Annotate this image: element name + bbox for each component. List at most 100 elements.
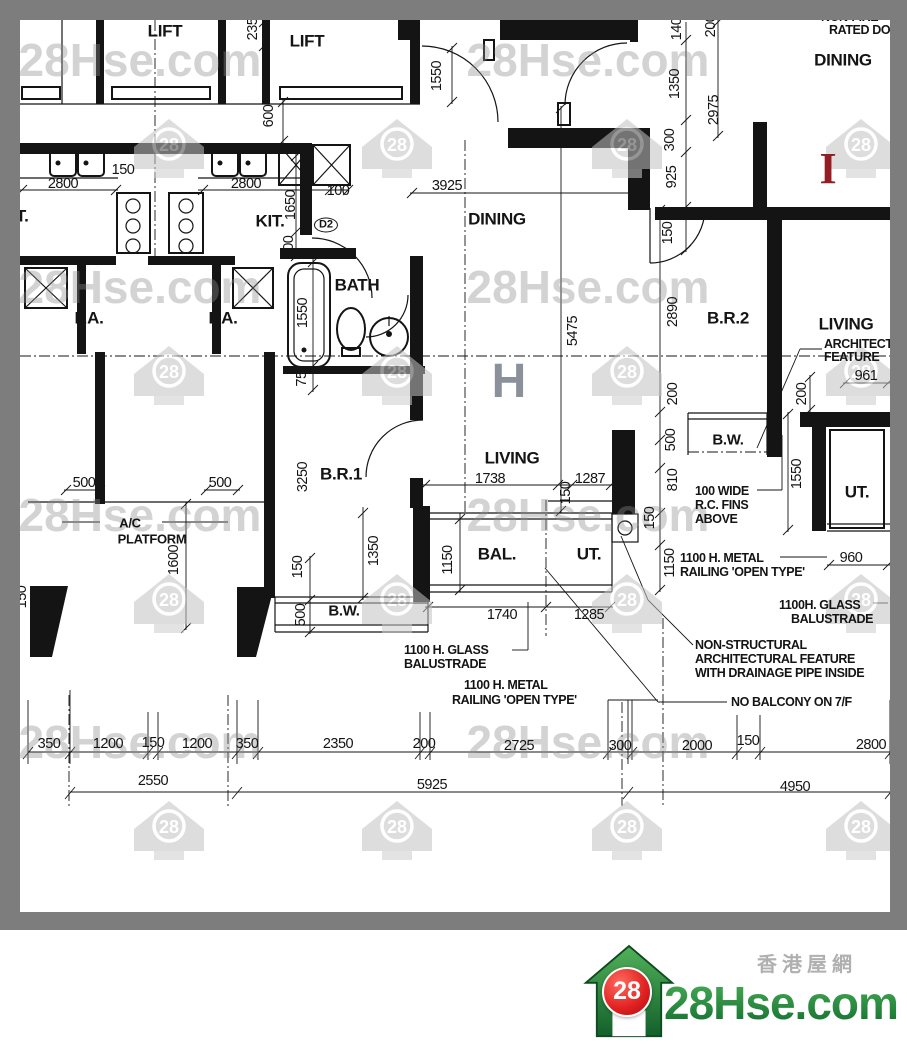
svg-text:28: 28 [617, 590, 637, 610]
dimension-label: 2890 [664, 296, 681, 328]
room-label: KIT. [255, 211, 285, 231]
room-label: KIT. [20, 206, 29, 226]
annotation-label: 1100 H. METAL [680, 550, 764, 565]
annotation-label: WITH DRAINAGE PIPE INSIDE [695, 665, 865, 680]
annotation-label: RAILING 'OPEN TYPE' [452, 692, 577, 707]
dimension-label: 1200 [181, 735, 213, 752]
room-label: UT. [576, 544, 602, 564]
footer: 藍天海岸 Coastal Skyline 海濱路12號 第3期(影岸・紅) 8座… [0, 930, 907, 1062]
dimension-label: 350 [37, 735, 61, 752]
svg-text:28: 28 [159, 135, 179, 155]
room-label: UT. [844, 482, 870, 502]
dimension-label: 2550 [137, 772, 169, 789]
unit-letter: H [491, 355, 527, 408]
watermark-text: 28Hse.com [466, 261, 710, 313]
svg-text:28: 28 [159, 362, 179, 382]
dimension-label: 1550 [428, 60, 445, 92]
dimension-label: 350 [235, 735, 259, 752]
dimension-label: 2350 [322, 735, 354, 752]
saleable-area: 539-1178 sqf(實用面積 Saleable Area) [18, 1036, 349, 1057]
dimension-label: 150 [111, 161, 135, 178]
dimension-label: 925 [663, 165, 680, 189]
dimension-label: 200 [793, 382, 810, 406]
room-label: BATH [334, 275, 380, 295]
dimension-label: 1350 [365, 535, 382, 567]
room-label: F.A. [74, 308, 104, 328]
dimension-label: 1550 [788, 458, 805, 490]
dimension-label: 500 [292, 603, 309, 627]
room-label: DINING [814, 50, 872, 70]
dimension-label: 150 [289, 555, 306, 579]
dimension-label: 1600 [165, 544, 182, 576]
svg-text:28: 28 [387, 362, 407, 382]
dimension-label: 1150 [439, 545, 456, 575]
dimension-label: 1287 [574, 470, 606, 487]
dimension-label: 150 [659, 221, 676, 245]
svg-text:28: 28 [617, 362, 637, 382]
dimension-label: 100 [280, 235, 297, 259]
svg-text:28: 28 [387, 817, 407, 837]
svg-text:28: 28 [159, 590, 179, 610]
room-label: BAL. [477, 544, 517, 564]
svg-text:28: 28 [617, 135, 637, 155]
dimension-label: 300 [608, 737, 632, 754]
dimension-label: 150 [141, 734, 165, 751]
dimension-label: 960 [839, 549, 863, 566]
dimension-label: 235 [244, 20, 261, 41]
dimension-label: 600 [260, 104, 277, 128]
annotation-label: ARCHITECTURAL [824, 336, 890, 351]
dimension-label: 1740 [486, 606, 518, 623]
annotation-label: BALUSTRADE [404, 656, 487, 671]
watermark-text: 28Hse.com [466, 716, 710, 768]
dimension-label: 150 [736, 732, 760, 749]
annotation-label: BALUSTRADE [791, 611, 874, 626]
site-chinese-name: 香港屋網 [757, 954, 857, 976]
dimension-label: 200 [664, 382, 681, 406]
watermark-text: 28Hse.com [466, 34, 710, 86]
site-name: 28Hse.com [664, 977, 899, 1029]
door-tag: D2 [313, 217, 339, 233]
dimension-label: 5925 [416, 776, 448, 793]
dimension-label: 1150 [661, 548, 678, 578]
dimension-label: 1550 [294, 297, 311, 329]
dimension-label: 150 [641, 506, 658, 530]
annotation-label: ARCHITECTURAL FEATURE [695, 651, 855, 666]
watermark-text: 28Hse.com [20, 34, 262, 86]
dimension-label: 5475 [564, 315, 581, 347]
annotation-label: NO BALCONY ON 7/F [731, 694, 852, 709]
plan-labels-layer: LIFTLIFTKIT.KIT.DININGDININGBATHF.A.F.A.… [20, 20, 890, 912]
dimension-label: 150 [557, 481, 574, 505]
annotation-label: RAILING 'OPEN TYPE' [680, 564, 805, 579]
svg-text:28: 28 [851, 817, 871, 837]
floorplan-drawing-area: 28Hse.com 28Hse.com 28 28 28 28 28Hse.com 28Hse… [20, 20, 890, 912]
dimension-label: 3925 [431, 177, 463, 194]
annotation-label: RATED DOOR [829, 22, 890, 37]
dimension-label: 4950 [779, 778, 811, 795]
dimension-label: 1285 [573, 606, 605, 623]
dimension-label: 961 [854, 367, 878, 384]
room-label: B.W. [328, 602, 360, 620]
dimension-label: 200 [702, 20, 719, 38]
dimension-label: 810 [664, 468, 681, 492]
dimension-label: 150 [20, 585, 30, 609]
annotation-label: NON-STRUCTURAL [695, 637, 807, 652]
svg-text:28: 28 [851, 590, 871, 610]
property-info-banner: 藍天海岸 Coastal Skyline 海濱路12號 第3期(影岸・紅) 8座… [0, 930, 540, 1062]
dimension-label: 1650 [282, 189, 299, 221]
svg-text:28: 28 [617, 817, 637, 837]
annotation-label: ABOVE [695, 511, 738, 526]
dimension-label: 75 [293, 371, 310, 387]
dimension-label: 2800 [855, 736, 887, 753]
dimension-label: 1200 [92, 735, 124, 752]
room-label: B.R.1 [320, 464, 362, 484]
site-logo[interactable]: 28 香港屋網 28Hse.com [552, 930, 907, 1062]
dimension-label: 1350 [666, 68, 683, 100]
dimension-label: 500 [208, 474, 232, 491]
svg-text:28: 28 [387, 590, 407, 610]
dimension-label: 200 [412, 735, 436, 752]
room-label: A/C [119, 515, 141, 531]
dimension-label: 2800 [47, 175, 79, 192]
svg-text:28: 28 [159, 817, 179, 837]
room-label: PLATFORM [117, 531, 187, 547]
estate-title: 藍天海岸 Coastal Skyline [18, 944, 369, 977]
